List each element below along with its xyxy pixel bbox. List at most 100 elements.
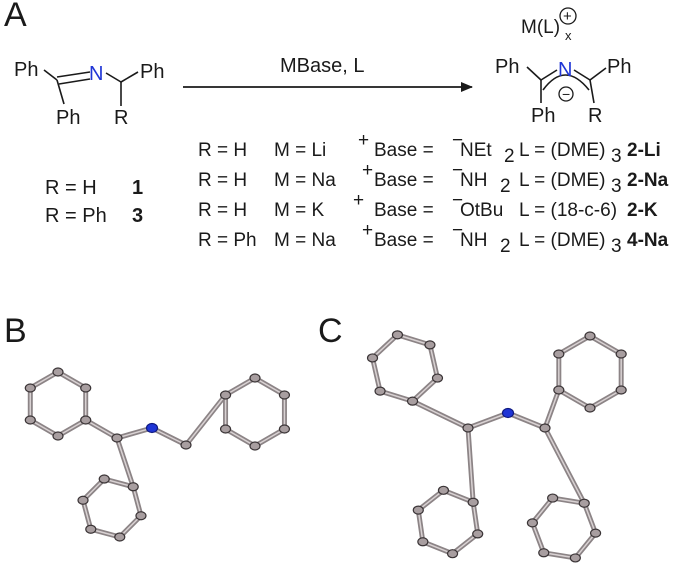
crystal-atom-carbon	[547, 493, 559, 503]
crystal-bond-highlight	[116, 427, 153, 439]
reactant-cn-bond-2	[58, 78, 91, 85]
crystal-atom-carbon	[578, 498, 590, 508]
crystal-atom-carbon	[431, 373, 444, 383]
crystal-atom-carbon	[391, 330, 404, 340]
crystal-atom-carbon	[589, 528, 602, 538]
crystal-atom-carbon	[615, 349, 627, 359]
crystal-atom-carbon	[249, 373, 261, 383]
crystal-atom-carbon	[412, 505, 424, 515]
cond-base: NEt	[460, 140, 492, 161]
product-delocalization-arc	[542, 74, 590, 91]
crystal-atom-carbon	[569, 553, 581, 563]
crystal-bond-highlight	[574, 532, 597, 559]
crystal-atom-carbon	[77, 495, 89, 505]
counterion-plus-sign: +	[563, 8, 572, 25]
product-structure	[526, 7, 607, 104]
crystal-atom-carbon	[278, 424, 291, 434]
compound-number: 1	[132, 177, 143, 199]
crystal-atom-carbon	[180, 440, 192, 450]
crystal-structure-c	[366, 330, 627, 563]
reactant-bond-ph3	[120, 71, 139, 83]
crystal-atom-carbon	[472, 529, 484, 539]
reactant-ph-top-left: Ph	[14, 59, 38, 81]
product-ph-bottom: Ph	[531, 105, 555, 127]
cond-m: M = Na	[274, 170, 336, 191]
crystal-bond-highlight	[371, 357, 381, 392]
crystal-structure-b	[24, 367, 291, 542]
crystal-atom-carbon	[539, 423, 551, 433]
crystal-atom-carbon	[553, 385, 565, 395]
crystal-bond-highlight	[254, 377, 286, 396]
crystal-atom-carbon	[417, 537, 429, 547]
cond-base: NH	[460, 230, 487, 251]
crystal-atom-carbon	[111, 433, 123, 443]
crystal-atom-carbon	[446, 549, 459, 559]
cond-base: OtBu	[460, 200, 503, 221]
compound-label-r: R = Ph	[45, 205, 107, 227]
crystal-atom-carbon	[584, 403, 596, 413]
crystal-bond-highlight	[417, 489, 445, 511]
crystal-bond-highlight	[544, 427, 585, 504]
counterion-label: M(L)	[521, 17, 560, 38]
crystal-bond-highlight	[558, 335, 591, 355]
panel-label-a: A	[4, 0, 27, 34]
cond-base-pre: Base =	[374, 140, 434, 161]
crystal-atom-carbon	[437, 485, 450, 495]
crystal-bond-highlight	[371, 334, 399, 359]
compound-number: 3	[132, 205, 143, 227]
cond-r: R = Ph	[198, 230, 257, 251]
cond-base-sub: 2	[504, 146, 515, 167]
cond-l-sub: 3	[611, 176, 622, 197]
cond-r: R = H	[198, 170, 247, 191]
cond-base: NH	[460, 170, 487, 191]
crystal-bond-highlight	[531, 522, 545, 554]
counterion-charge-circle	[559, 7, 577, 25]
crystal-bond-highlight	[379, 390, 414, 402]
crystal-bond-highlight	[29, 371, 59, 389]
crystal-bond-highlight	[411, 400, 469, 429]
crystal-atom-carbon	[24, 415, 36, 425]
cond-base-sup: −	[452, 220, 463, 241]
product-nitrogen: N	[558, 59, 572, 81]
crystal-atom-carbon	[278, 390, 291, 400]
product-bond-r	[589, 79, 595, 104]
compound-label-r: R = H	[45, 177, 97, 199]
cond-l-sub: 3	[611, 146, 622, 167]
crystal-bond-highlight	[82, 499, 92, 530]
crystal-bond-highlight	[507, 412, 546, 429]
cond-l: L = (DME)	[519, 230, 605, 251]
cond-compound-id: 2-Li	[627, 140, 661, 161]
crystal-atom-carbon	[553, 349, 565, 359]
crystal-atom-carbon	[98, 474, 110, 484]
product-nc-bond	[573, 69, 591, 81]
crystal-atom-carbon	[584, 331, 596, 341]
crystal-atom-carbon	[467, 497, 479, 507]
cond-base-pre: Base =	[374, 200, 434, 221]
crystal-atom-nitrogen	[145, 422, 159, 434]
reactant-ph-bottom: Ph	[56, 107, 80, 129]
cond-l: L = (18-c-6)	[519, 200, 617, 221]
crystal-bond-highlight	[531, 497, 554, 524]
cond-base-sub: 2	[500, 176, 511, 197]
crystal-atom-carbon	[80, 415, 92, 425]
cond-base-pre: Base =	[374, 230, 434, 251]
crystal-bond-highlight	[254, 428, 286, 447]
crystal-atom-carbon	[526, 518, 539, 528]
crystal-bond-highlight	[467, 412, 509, 429]
reactant-bond-ph2	[56, 79, 65, 105]
crystal-bond-highlight	[396, 334, 431, 346]
crystal-bond-highlight	[224, 428, 256, 447]
cond-l-sub: 3	[611, 236, 622, 257]
crystal-atom-carbon	[406, 396, 419, 406]
crystal-atom-carbon	[374, 386, 386, 396]
crystal-atom-nitrogen	[501, 407, 515, 419]
reactant-structure	[43, 69, 139, 106]
crystal-bond-highlight	[151, 427, 187, 446]
crystal-atom-carbon	[249, 441, 261, 451]
cond-l: L = (DME)	[519, 140, 605, 161]
panel-label-c: C	[318, 312, 343, 350]
cond-l: L = (DME)	[519, 170, 605, 191]
crystal-atom-carbon	[52, 431, 64, 441]
reactant-ph-top-right: Ph	[140, 61, 164, 83]
crystal-atom-carbon	[127, 482, 139, 492]
